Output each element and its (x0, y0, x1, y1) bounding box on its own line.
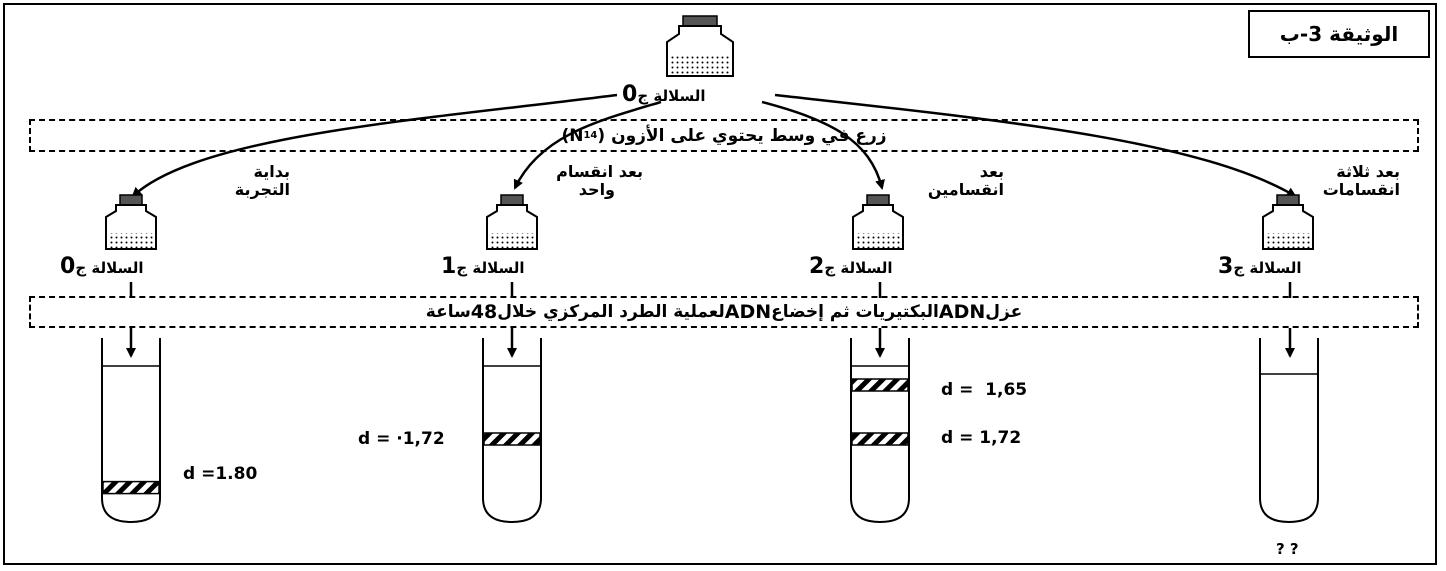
centrifuge-adn-2: ADN (724, 301, 772, 323)
time-label-0-line1: بداية (253, 162, 290, 181)
time-label-1: بعد انقسام واحد (545, 162, 643, 200)
dna-band-2-1 (851, 432, 909, 446)
source-flask (666, 15, 734, 77)
strain-3-text: السلالة ج (1233, 259, 1302, 277)
time-label-1-line2: واحد (578, 180, 615, 200)
strain-2-text: السلالة ج (824, 259, 893, 277)
tube-2 (850, 338, 910, 524)
centrifuge-hours: 48 (470, 301, 498, 323)
flask-strain-3 (1262, 194, 1314, 250)
dna-band-2-0 (851, 378, 909, 392)
strain-label-2: السلالة ج2 (809, 254, 893, 279)
unknown-result: ? ? (1276, 540, 1299, 558)
centrifuge-adn-1: ADN (938, 301, 986, 323)
centrifuge-text-2: البكتيريات ثم إخضاع (771, 302, 939, 322)
density-label-0: d =1.80 (183, 464, 258, 484)
dna-band-1-0 (483, 432, 541, 446)
flask-strain-1 (486, 194, 538, 250)
density-label-2a: d = 1,65 (941, 380, 1028, 400)
time-label-0: بداية التجربة (200, 162, 290, 200)
medium-text-after: ) (561, 125, 570, 146)
tube-1 (482, 338, 542, 524)
branch-lines (131, 93, 1297, 198)
strain-label-1: السلالة ج1 (441, 254, 525, 279)
flask-strain-0 (105, 194, 157, 250)
medium-text-before: زرع في وسط يحتوي على الأزون ( (597, 125, 887, 146)
tube-arrows (126, 282, 1295, 358)
flask-strain-2 (852, 194, 904, 250)
time-label-2-line1: بعد (979, 162, 1004, 181)
centrifuge-text-4: ساعة (425, 302, 471, 322)
time-label-1-line1: بعد انقسام (556, 162, 643, 181)
strain-label-3: السلالة ج3 (1218, 254, 1302, 279)
source-strain-label: السلالة ج0 (622, 82, 706, 107)
density-label-1: d = ·1,72 (358, 429, 445, 449)
time-label-3: بعد ثلاثة انقسامات (1316, 162, 1400, 200)
source-strain-text: السلالة ج (637, 87, 706, 105)
strain-1-number: 1 (441, 254, 457, 279)
figure-frame (3, 3, 1437, 565)
dna-bands (102, 378, 909, 495)
tube-3 (1259, 338, 1319, 524)
time-label-0-line2: التجربة (234, 180, 290, 200)
density-label-2b: d = 1,72 (941, 428, 1022, 448)
source-strain-number: 0 (622, 82, 638, 107)
dna-band-0-0 (102, 480, 160, 495)
document-title: الوثيقة 3-ب (1248, 10, 1430, 58)
centrifuge-text-3: لعملية الطرد المركزي خلال (497, 302, 725, 322)
time-label-3-line1: بعد ثلاثة (1336, 162, 1400, 181)
strain-2-number: 2 (809, 254, 825, 279)
strain-1-text: السلالة ج (456, 259, 525, 277)
isotope-mass: 14 (583, 130, 598, 141)
isotope-symbol: N (569, 125, 584, 146)
strain-0-text: السلالة ج (75, 259, 144, 277)
strain-3-number: 3 (1218, 254, 1234, 279)
time-label-3-line2: انقسامات (1322, 180, 1400, 200)
strain-label-0: السلالة ج0 (60, 254, 144, 279)
time-label-2: بعد انقسامين (912, 162, 1004, 200)
time-label-2-line2: انقسامين (927, 180, 1004, 200)
centrifuge-text-1: عزل (985, 302, 1023, 322)
strain-0-number: 0 (60, 254, 76, 279)
centrifuge-box: عزل ADN البكتيريات ثم إخضاع ADN لعملية ا… (29, 296, 1419, 328)
tube-0 (101, 338, 161, 524)
